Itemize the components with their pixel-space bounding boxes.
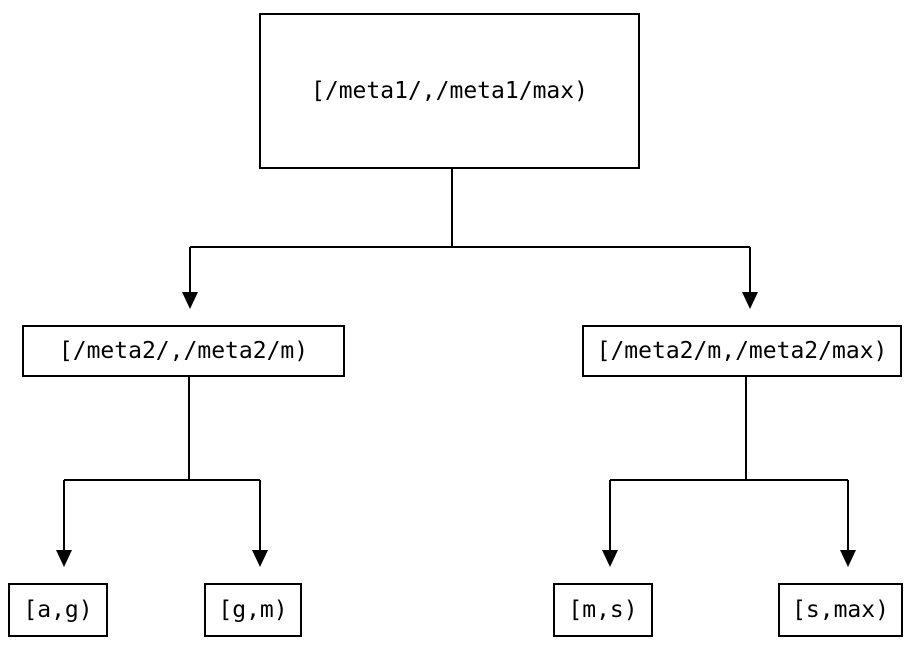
node-label: [m,s) bbox=[568, 596, 638, 623]
edge-root-to-children bbox=[189, 169, 751, 293]
arrow-down-icon bbox=[56, 550, 72, 567]
node-leaf-a-g: [a,g) bbox=[8, 583, 108, 637]
node-leaf-g-m: [g,m) bbox=[204, 583, 302, 637]
edge-left-to-children bbox=[63, 377, 261, 551]
node-label: [a,g) bbox=[23, 596, 93, 623]
node-label: [/meta2/,/meta2/m) bbox=[58, 337, 309, 364]
node-label: [/meta1/,/meta1/max) bbox=[311, 77, 588, 104]
arrow-down-icon bbox=[252, 550, 268, 567]
arrow-down-icon bbox=[182, 292, 198, 309]
node-leaf-s-max: [s,max) bbox=[778, 583, 903, 637]
node-meta2-upper-interval: [/meta2/m,/meta2/max) bbox=[582, 325, 902, 377]
edge-right-to-children bbox=[609, 377, 849, 551]
node-leaf-m-s: [m,s) bbox=[553, 583, 653, 637]
arrow-down-icon bbox=[742, 292, 758, 309]
node-label: [s,max) bbox=[792, 596, 889, 623]
arrow-down-icon bbox=[602, 550, 618, 567]
node-root-interval: [/meta1/,/meta1/max) bbox=[259, 13, 640, 169]
node-meta2-lower-interval: [/meta2/,/meta2/m) bbox=[22, 325, 345, 377]
arrow-down-icon bbox=[840, 550, 856, 567]
node-label: [g,m) bbox=[218, 596, 288, 623]
node-label: [/meta2/m,/meta2/max) bbox=[596, 337, 888, 364]
